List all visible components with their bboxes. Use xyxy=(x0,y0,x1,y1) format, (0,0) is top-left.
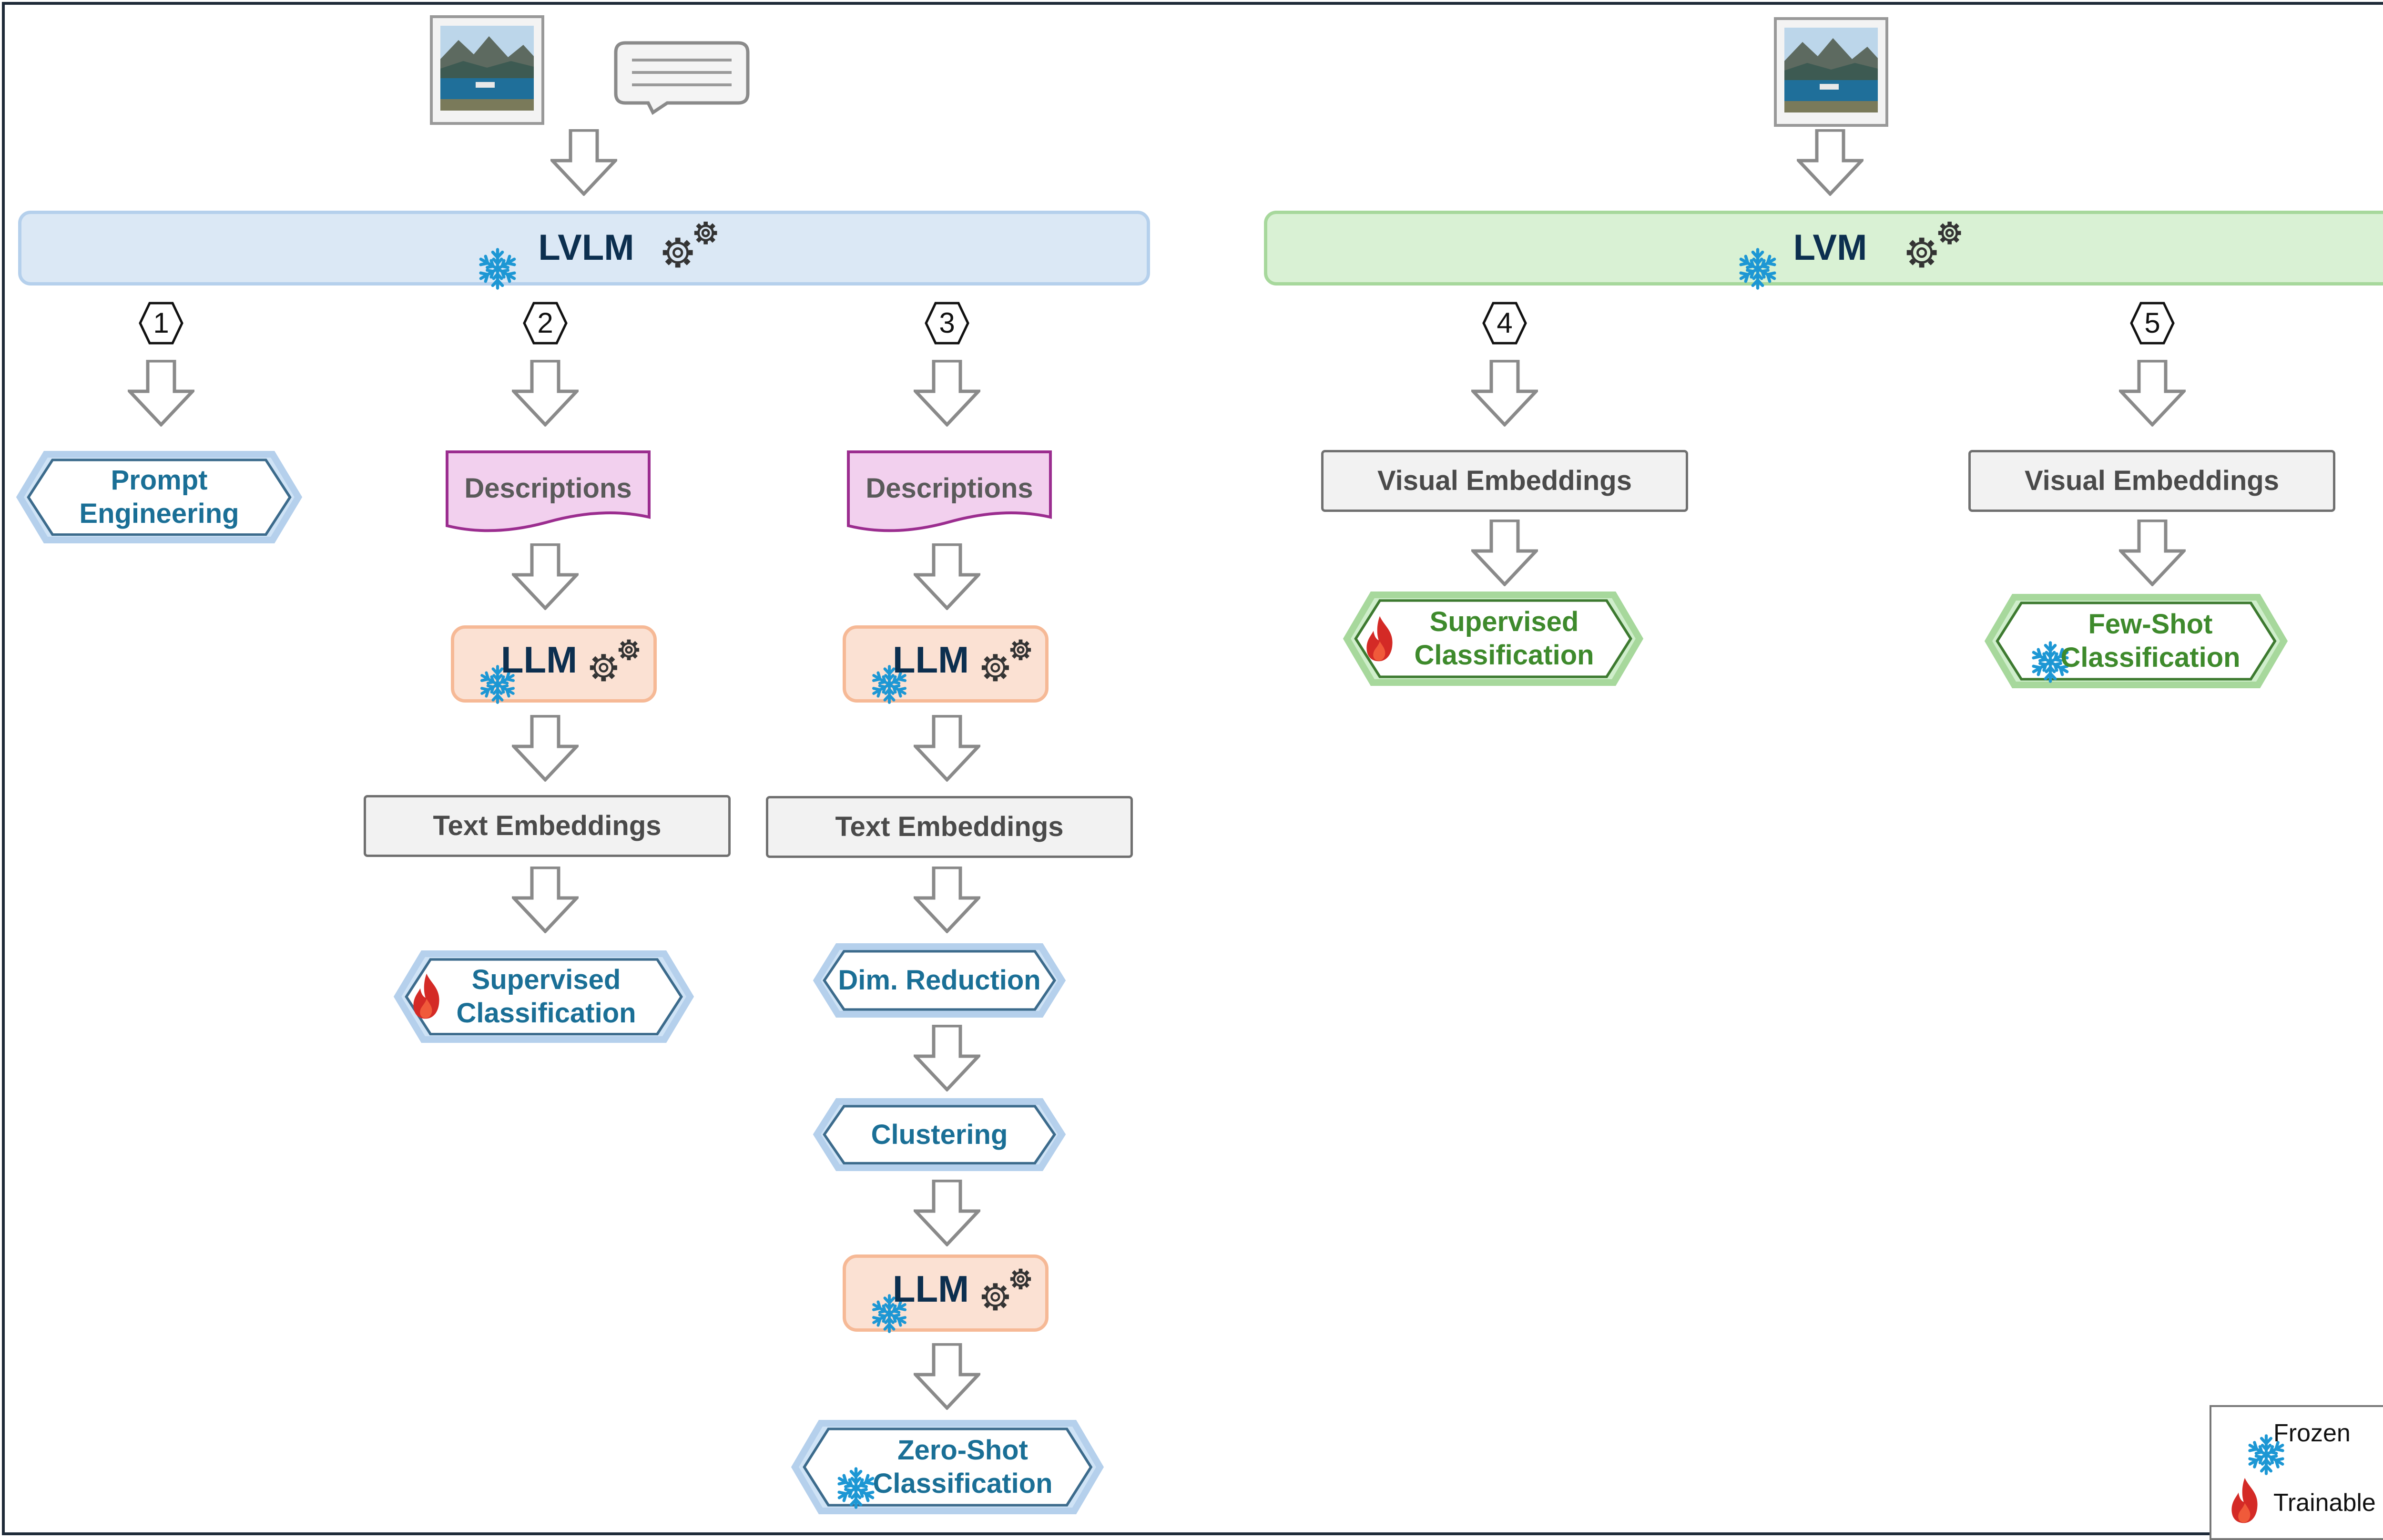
legend-trainable-label: Trainable xyxy=(2273,1489,2376,1517)
down-arrow-icon xyxy=(914,1025,980,1091)
gears-icon xyxy=(653,215,725,277)
down-arrow-icon xyxy=(512,543,579,610)
down-arrow-icon xyxy=(1797,129,1864,196)
zero-shot-classification-hexagon xyxy=(791,1420,1104,1514)
few-shot-classification-label: Few-Shot Classification xyxy=(2036,593,2265,689)
lvm-bar xyxy=(1264,211,2383,286)
gears-icon xyxy=(972,634,1039,690)
descriptions-label: Descriptions xyxy=(464,473,632,504)
descriptions-document xyxy=(446,450,651,532)
supervised-classification-label: Supervised Classification xyxy=(1390,591,1619,686)
step-badge-1 xyxy=(139,302,183,345)
supervised-classification-label: Supervised Classification xyxy=(432,950,661,1043)
gears-icon xyxy=(580,634,647,690)
dim-reduction-hexagon xyxy=(813,943,1066,1018)
snowflake-icon xyxy=(457,643,498,684)
down-arrow-icon xyxy=(914,715,980,782)
step-number-1: 1 xyxy=(153,307,169,339)
text-embeddings-label: Text Embeddings xyxy=(835,811,1064,843)
snowflake-icon xyxy=(2223,1412,2266,1455)
down-arrow-icon xyxy=(1471,360,1538,427)
down-arrow-icon xyxy=(2119,520,2186,586)
llm-box xyxy=(843,1254,1049,1332)
llm-label: LLM xyxy=(500,639,578,681)
prompt-engineering-hexagon xyxy=(16,451,303,543)
step-number-5: 5 xyxy=(2144,307,2160,339)
few-shot-line1: Few-Shot xyxy=(2088,609,2213,640)
down-arrow-icon xyxy=(1471,520,1538,586)
zero-shot-classification-label: Zero-Shot Classification xyxy=(848,1419,1077,1515)
down-arrow-icon xyxy=(914,1180,980,1246)
photo-icon xyxy=(430,15,544,125)
photo-icon xyxy=(1774,17,1888,127)
lvm-label: LVM xyxy=(1793,227,1867,268)
llm-label: LLM xyxy=(892,1268,969,1310)
legend-frozen-label: Frozen xyxy=(2273,1419,2351,1447)
text-embeddings-box xyxy=(766,796,1133,858)
lvlm-bar xyxy=(18,211,1150,286)
prompt-engineering-label: Prompt Engineering xyxy=(16,450,302,544)
down-arrow-icon xyxy=(512,360,579,427)
descriptions-document xyxy=(847,450,1052,532)
down-arrow-icon xyxy=(128,360,194,427)
supervised-classification-hexagon xyxy=(393,950,694,1043)
lvlm-label: LVLM xyxy=(538,227,634,268)
few-shot-line2: Classification xyxy=(2060,642,2240,673)
down-arrow-icon xyxy=(512,867,579,933)
down-arrow-icon xyxy=(550,129,617,196)
zero-shot-line1: Zero-Shot xyxy=(897,1435,1028,1466)
clustering-hexagon xyxy=(813,1098,1066,1171)
gears-icon xyxy=(1897,215,1969,277)
clustering-label: Clustering xyxy=(871,1119,1008,1150)
down-arrow-icon xyxy=(2119,360,2186,427)
zero-shot-line2: Classification xyxy=(873,1468,1053,1499)
snowflake-icon xyxy=(848,643,889,684)
supervised-classification-line1: Supervised xyxy=(471,964,621,996)
down-arrow-icon xyxy=(914,867,980,933)
few-shot-classification-hexagon xyxy=(1984,594,2288,688)
down-arrow-icon xyxy=(512,715,579,782)
supervised-classification-line1: Supervised xyxy=(1429,606,1579,638)
step-badge-4 xyxy=(1482,302,1527,345)
visual-embeddings-box xyxy=(1968,450,2335,512)
down-arrow-icon xyxy=(914,1343,980,1410)
prompt-engineering-line2: Engineering xyxy=(79,498,239,529)
gears-icon xyxy=(972,1263,1039,1319)
snowflake-icon xyxy=(1714,225,1758,269)
supervised-classification-line2: Classification xyxy=(456,998,636,1029)
snowflake-icon xyxy=(454,225,498,269)
down-arrow-icon xyxy=(914,543,980,610)
down-arrow-icon xyxy=(914,360,980,427)
descriptions-label: Descriptions xyxy=(866,473,1033,504)
visual-embeddings-label: Visual Embeddings xyxy=(2025,465,2279,497)
supervised-classification-hexagon xyxy=(1343,592,1644,686)
step-badge-3 xyxy=(925,302,969,345)
visual-embeddings-label: Visual Embeddings xyxy=(1377,465,1632,497)
step-badge-2 xyxy=(523,302,568,345)
step-number-2: 2 xyxy=(537,307,553,339)
step-number-4: 4 xyxy=(1497,307,1513,339)
step-badge-5 xyxy=(2130,302,2175,345)
text-embeddings-box xyxy=(364,795,731,857)
supervised-classification-line2: Classification xyxy=(1414,640,1594,671)
llm-label: LLM xyxy=(892,639,969,681)
prompt-engineering-line1: Prompt xyxy=(111,465,208,496)
chat-bubble-icon xyxy=(614,41,750,115)
visual-embeddings-box xyxy=(1321,450,1688,512)
flame-icon xyxy=(2229,1477,2261,1524)
snowflake-icon xyxy=(848,1273,889,1314)
text-embeddings-label: Text Embeddings xyxy=(433,810,662,842)
step-number-3: 3 xyxy=(939,307,955,339)
dim-reduction-label: Dim. Reduction xyxy=(838,965,1041,996)
